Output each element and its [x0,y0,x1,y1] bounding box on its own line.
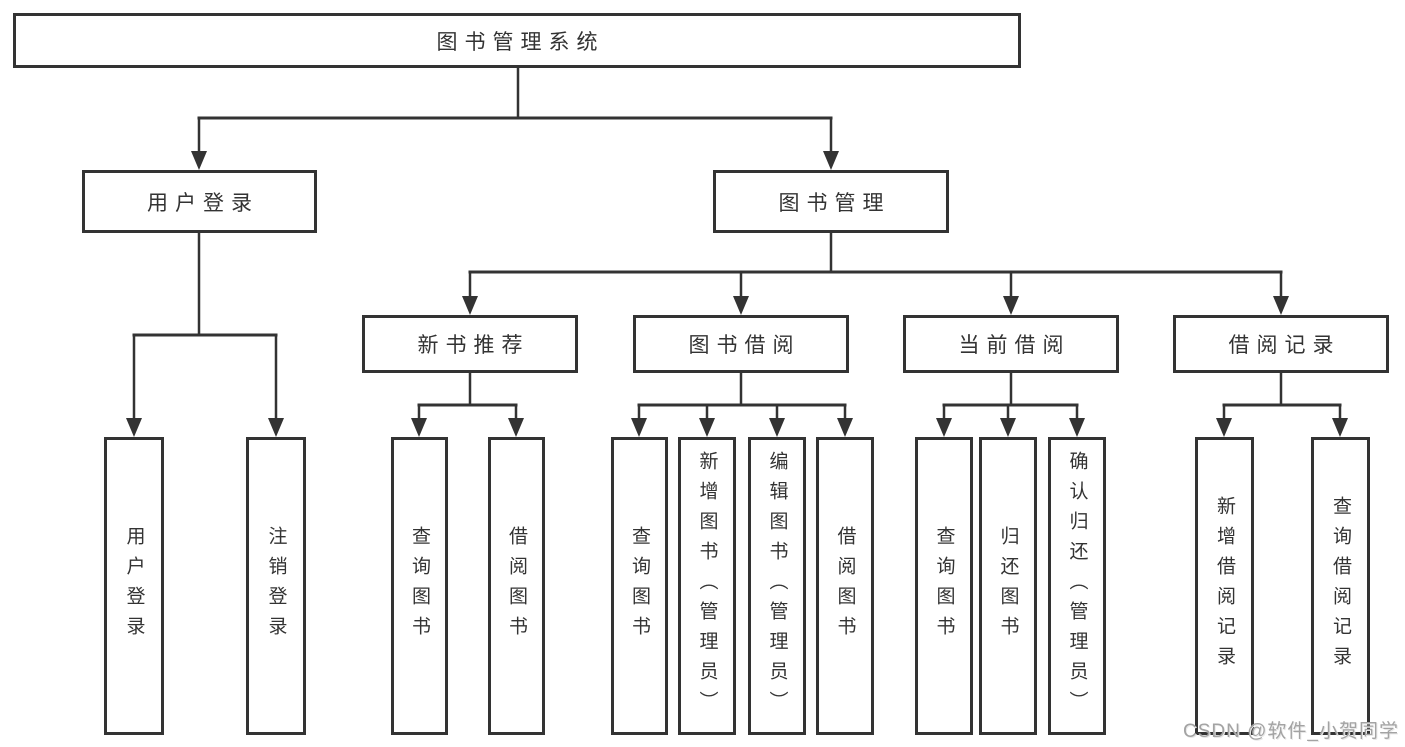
leaf-confirm-return-admin: 确认归还（管理员） [1048,437,1106,735]
leaf-user-login: 用户登录 [104,437,164,735]
leaf-add-book-admin: 新增图书（管理员） [678,437,736,735]
leaf-edit-book-admin: 编辑图书（管理员） [748,437,806,735]
leaf-borrow-books-recommend: 借阅图书 [488,437,545,735]
leaf-query-books-borrow: 查询图书 [611,437,668,735]
node-borrowing-records: 借阅记录 [1173,315,1389,373]
node-book-borrowing: 图书借阅 [633,315,849,373]
leaf-query-borrow-record: 查询借阅记录 [1311,437,1370,735]
node-root-system: 图书管理系统 [13,13,1021,68]
node-current-borrowing: 当前借阅 [903,315,1119,373]
leaf-query-books-recommend: 查询图书 [391,437,448,735]
node-book-management-module: 图书管理 [713,170,949,233]
leaf-return-books: 归还图书 [979,437,1037,735]
csdn-watermark: CSDN @软件_小贺同学 [1183,721,1399,742]
leaf-add-borrow-record: 新增借阅记录 [1195,437,1254,735]
leaf-borrow-books: 借阅图书 [816,437,874,735]
node-new-book-recommend: 新书推荐 [362,315,578,373]
arrowhead-icons [126,151,1348,437]
leaf-logout: 注销登录 [246,437,306,735]
leaf-query-books-current: 查询图书 [915,437,973,735]
node-user-login-module: 用户登录 [82,170,317,233]
